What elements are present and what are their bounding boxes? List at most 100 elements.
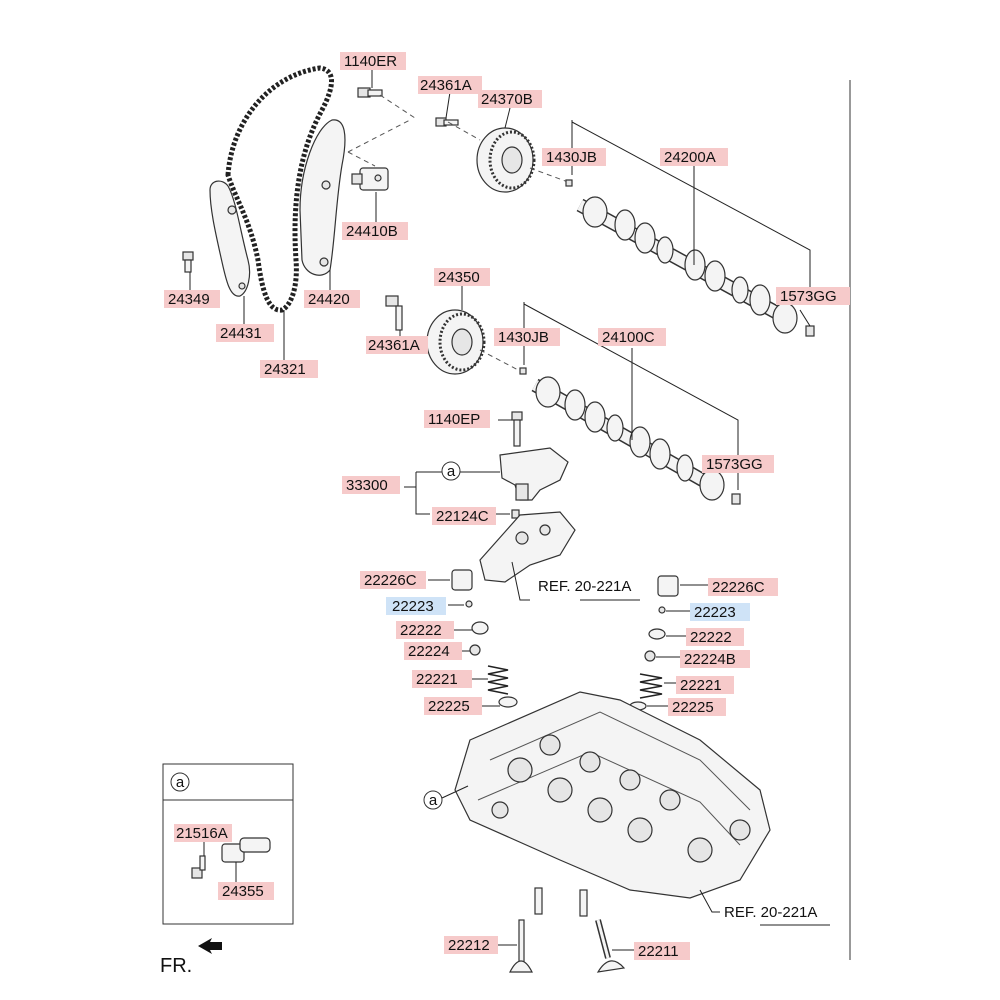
- label-text: 22223: [392, 598, 434, 615]
- label-22226C-left[interactable]: 22226C: [360, 571, 426, 589]
- label-22225-left[interactable]: 22225: [424, 697, 482, 715]
- label-33300[interactable]: 33300: [342, 476, 400, 494]
- bolt-drawing: [511, 411, 523, 447]
- label-text: 22225: [672, 699, 714, 716]
- label-1140EP[interactable]: 1140EP: [424, 410, 490, 428]
- label-text: 22124C: [436, 508, 489, 525]
- label-22225-right[interactable]: 22225: [668, 698, 726, 716]
- tappet-assembly-drawing: [499, 447, 569, 501]
- leader-line: [699, 889, 720, 913]
- dashed-line: [479, 349, 523, 373]
- label-24431[interactable]: 24431: [216, 324, 274, 342]
- valve-seal-drawing: [644, 650, 656, 662]
- label-text: 24350: [438, 269, 480, 286]
- label-1573GG-top[interactable]: 1573GG: [776, 287, 850, 305]
- bearing-cap-drawing: [479, 511, 576, 583]
- label-22221-left[interactable]: 22221: [412, 670, 472, 688]
- label-24349[interactable]: 24349: [164, 290, 220, 308]
- timing-chain-drawing: [225, 65, 334, 313]
- valve-lifter-drawing: [657, 575, 679, 597]
- cam-position-sensor-drawing: [221, 837, 271, 863]
- dowel-pin-drawing: [565, 179, 573, 187]
- label-22224B[interactable]: 22224B: [680, 650, 750, 668]
- label-text: 24431: [220, 325, 262, 342]
- label-22222-right[interactable]: 22222: [686, 628, 744, 646]
- tensioner-arm-drawing: [209, 180, 251, 297]
- label-text: 24361A: [368, 337, 420, 354]
- valve-seal-drawing: [469, 644, 481, 656]
- label-22221-right[interactable]: 22221: [676, 676, 734, 694]
- label-text: 1573GG: [780, 288, 837, 305]
- bolt-drawing: [191, 855, 206, 879]
- label-1140ER[interactable]: 1140ER: [340, 52, 406, 70]
- guide-bolt-hole: [319, 257, 329, 267]
- ref-label-lower: REF. 20-221A: [724, 904, 817, 921]
- pin-drawing: [511, 509, 520, 519]
- label-22223-left[interactable]: 22223: [386, 597, 446, 615]
- label-22224[interactable]: 22224: [404, 642, 462, 660]
- leader-line: [799, 309, 811, 327]
- dashed-line: [379, 94, 416, 119]
- label-24420[interactable]: 24420: [304, 290, 360, 308]
- leader-line: [511, 561, 530, 601]
- chain-tensioner-drawing: [351, 167, 389, 191]
- cap-hole: [539, 524, 551, 536]
- label-text: 1430JB: [498, 329, 549, 346]
- callout-a-lower: a: [429, 792, 438, 809]
- label-text: 24100C: [602, 329, 655, 346]
- bolt-drawing: [182, 251, 194, 273]
- label-text: 22221: [416, 671, 458, 688]
- label-text: 1573GG: [706, 456, 763, 473]
- spring-retainer-drawing: [471, 621, 489, 635]
- label-24100C[interactable]: 24100C: [598, 328, 666, 346]
- intake-valve-drawing: [595, 919, 626, 973]
- label-22211[interactable]: 22211: [634, 942, 690, 960]
- label-24410B[interactable]: 24410B: [342, 222, 408, 240]
- label-1573GG-mid[interactable]: 1573GG: [702, 455, 774, 473]
- label-text: 24321: [264, 361, 306, 378]
- plug-drawing: [805, 325, 815, 337]
- dashed-line: [347, 151, 376, 167]
- bolt-drawing: [435, 117, 459, 127]
- label-22223-right[interactable]: 22223: [690, 603, 750, 621]
- guide-bolt-hole: [321, 180, 331, 190]
- valve-spring-drawing: [487, 665, 509, 695]
- bolt-drawing: [357, 87, 383, 98]
- label-24350[interactable]: 24350: [434, 268, 490, 286]
- label-24321[interactable]: 24321: [260, 360, 318, 378]
- label-24370B[interactable]: 24370B: [478, 90, 542, 108]
- label-text: 33300: [346, 477, 388, 494]
- spring-seat-drawing: [498, 696, 518, 708]
- label-1430JB-mid[interactable]: 1430JB: [494, 328, 560, 346]
- label-24361A-top[interactable]: 24361A: [418, 76, 482, 94]
- detail-a-marker: a: [176, 774, 185, 791]
- label-21516A[interactable]: 21516A: [174, 824, 232, 842]
- valve-guide-drawing: [579, 889, 588, 917]
- label-22124C[interactable]: 22124C: [432, 507, 496, 525]
- label-text: 21516A: [176, 825, 228, 842]
- leader-line: [445, 91, 451, 119]
- label-24200A[interactable]: 24200A: [660, 148, 728, 166]
- plug-drawing: [731, 493, 741, 505]
- leader-line: [441, 785, 469, 799]
- label-text: 1140EP: [428, 411, 480, 428]
- label-text: 24200A: [664, 149, 716, 166]
- front-label: FR.: [160, 955, 192, 977]
- camshaft-drawing: [576, 196, 798, 334]
- bolt-drawing: [385, 295, 403, 331]
- label-text: 22223: [694, 604, 736, 621]
- cvvt-sprocket-drawing: [426, 309, 486, 375]
- label-text: 22225: [428, 698, 470, 715]
- chain-guide-drawing: [299, 119, 346, 276]
- label-1430JB-top[interactable]: 1430JB: [542, 148, 606, 166]
- label-text: 22226C: [712, 579, 765, 596]
- label-text: 22221: [680, 677, 722, 694]
- cap-hole: [515, 531, 529, 545]
- valve-lifter-drawing: [451, 569, 473, 591]
- label-22226C-right[interactable]: 22226C: [708, 578, 778, 596]
- dashed-line: [447, 121, 481, 141]
- label-24361A-mid[interactable]: 24361A: [366, 336, 428, 354]
- label-24355[interactable]: 24355: [218, 882, 274, 900]
- label-22222-left[interactable]: 22222: [396, 621, 454, 639]
- label-22212[interactable]: 22212: [444, 936, 498, 954]
